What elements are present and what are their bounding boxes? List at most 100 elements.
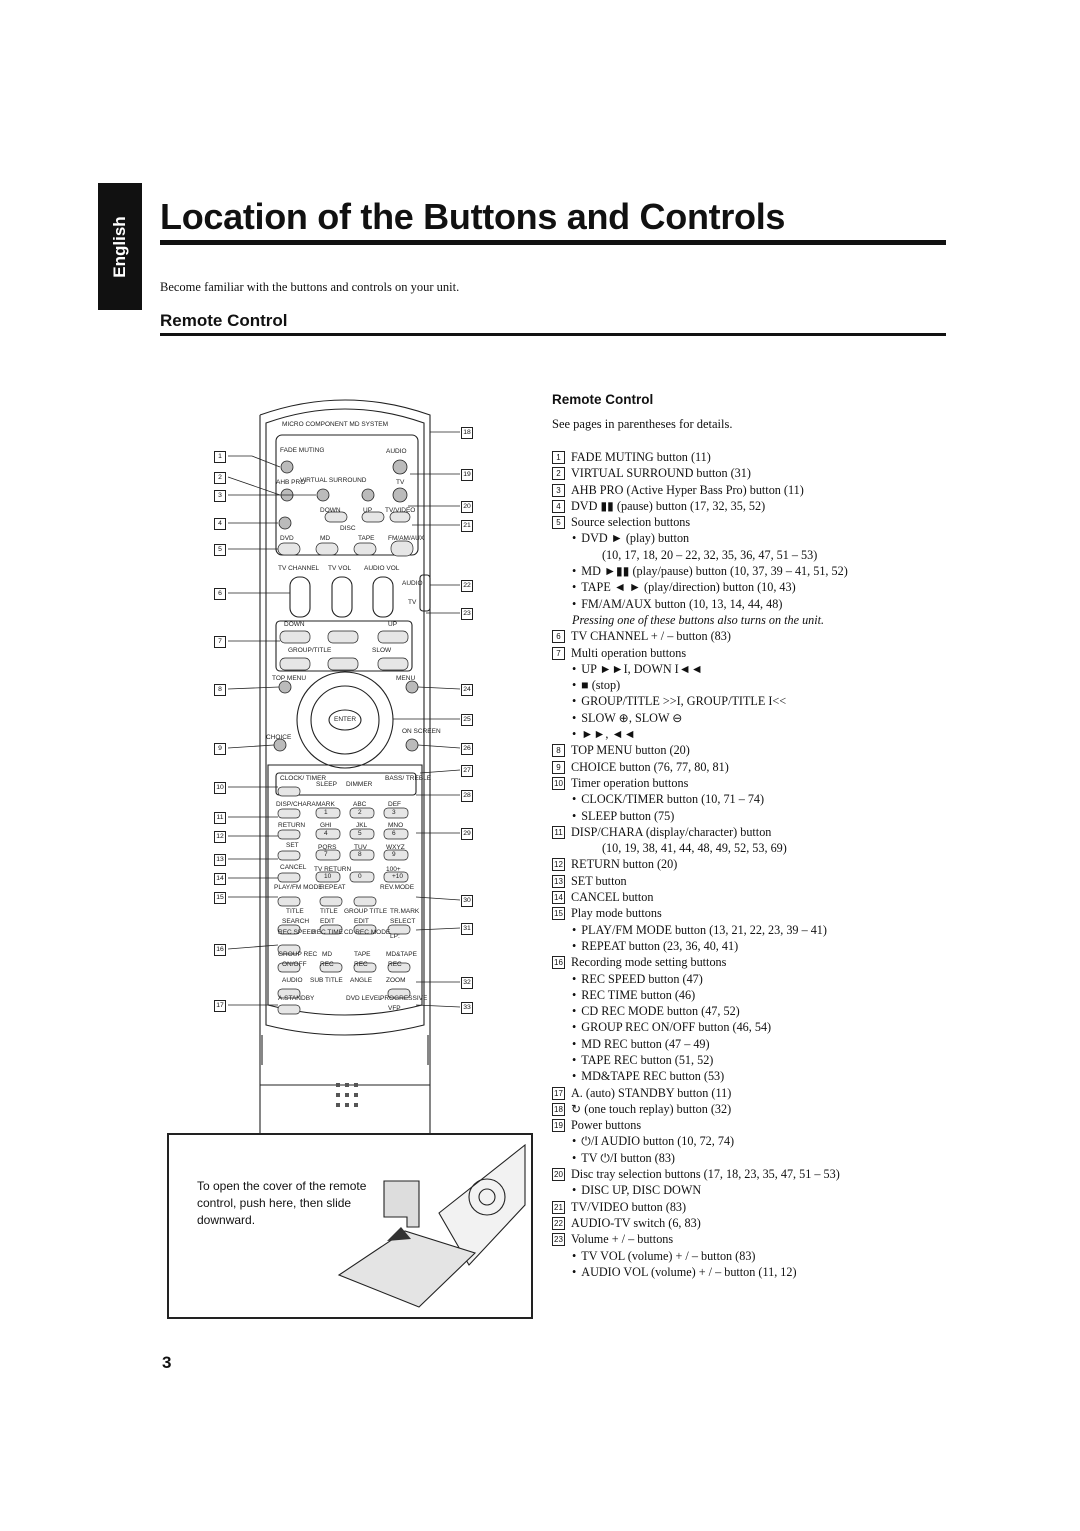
digit-key-label: 10 <box>324 873 332 880</box>
callout-number: 21 <box>461 520 473 532</box>
callout-number: 17 <box>214 1000 226 1012</box>
remote-label-dimmer: DIMMER <box>346 781 373 788</box>
item-number: 16 <box>552 956 565 970</box>
remote-key <box>277 808 301 819</box>
section-rule <box>160 333 946 336</box>
item-text: FM/AM/AUX button (10, 13, 14, 44, 48) <box>581 596 783 611</box>
callout-number: 16 <box>214 944 226 956</box>
remote-label-on-screen: ON SCREEN <box>402 728 441 735</box>
callout-number: 23 <box>461 608 473 620</box>
digit-key <box>383 871 409 883</box>
remote-label-sleep: SLEEP <box>316 781 337 788</box>
remote-label-lp: LP: <box>390 933 400 940</box>
remote-label-brand-line: MICRO COMPONENT MD SYSTEM <box>282 421 389 428</box>
remote-label-menu: MENU <box>396 675 416 682</box>
item-text: AHB PRO (Active Hyper Bass Pro) button (… <box>571 482 804 497</box>
digit-key <box>349 849 375 861</box>
item-text: DVD ► (play) button <box>581 531 690 546</box>
digit-key-label: 2 <box>358 809 362 816</box>
callout-number: 19 <box>461 469 473 481</box>
item-text: Play mode buttons <box>571 906 662 921</box>
remote-key <box>353 896 377 907</box>
cover-inset: To open the cover of the remote control,… <box>167 1133 533 1319</box>
list-item: 18↻ (one touch replay) button (32) <box>552 1101 952 1117</box>
list-item: REC TIME button (46) <box>552 987 952 1003</box>
list-item: (10, 19, 38, 41, 44, 48, 49, 52, 53, 69) <box>552 840 952 856</box>
remote-label-tv-video: TV/VIDEO <box>385 507 416 514</box>
digit-key-label: 1 <box>324 809 328 816</box>
callout-number: 14 <box>214 873 226 885</box>
digit-key <box>315 849 341 861</box>
item-text: CANCEL button <box>571 890 654 905</box>
callout-number: 22 <box>461 580 473 592</box>
remote-label-pqrs: PQRS <box>318 844 337 851</box>
remote-label-audio2: AUDIO <box>282 977 303 984</box>
digit-key-label: 8 <box>358 851 362 858</box>
list-item: SLEEP button (75) <box>552 808 952 824</box>
item-text: REC TIME button (46) <box>581 987 696 1002</box>
remote-label-wxyz: WXYZ <box>386 844 405 851</box>
list-item: UP ►►I, DOWN I◄◄ <box>552 661 952 677</box>
item-text: UP ►►I, DOWN I◄◄ <box>581 661 703 676</box>
remote-label-angle: ANGLE <box>350 977 373 984</box>
item-number: 6 <box>552 630 565 644</box>
digit-key-label: 0 <box>358 873 362 880</box>
remote-label-set: SET <box>286 842 299 849</box>
item-text: Disc tray selection buttons (17, 18, 23,… <box>571 1167 840 1182</box>
item-text: Timer operation buttons <box>571 775 689 790</box>
item-text: PLAY/FM MODE button (13, 21, 22, 23, 39 … <box>581 922 827 937</box>
list-item: ►►, ◄◄ <box>552 726 952 742</box>
item-number: 18 <box>552 1102 565 1116</box>
digit-key <box>383 807 409 819</box>
remote-label-tape2: TAPE <box>354 951 371 958</box>
callout-number: 7 <box>214 636 226 648</box>
list-item: Pressing one of these buttons also turns… <box>552 612 952 628</box>
remote-label-dvd: DVD <box>280 535 294 542</box>
item-text: Source selection buttons <box>571 515 691 530</box>
callout-number: 33 <box>461 1002 473 1014</box>
remote-label-tr-mark: TR.MARK <box>390 908 420 915</box>
remote-label-mark: MARK <box>316 801 335 808</box>
digit-key <box>383 849 409 861</box>
item-text: TV ⏻/I button (83) <box>581 1150 675 1165</box>
remote-label-group-title: GROUP/TITLE <box>288 647 332 654</box>
remote-label-vfp: VFP <box>388 1005 401 1012</box>
item-text: TV CHANNEL + / – button (83) <box>571 629 731 644</box>
item-number: 14 <box>552 891 565 905</box>
item-text: REC SPEED button (47) <box>581 971 703 986</box>
remote-key <box>387 962 411 973</box>
title-rule <box>160 240 946 245</box>
inset-instruction: To open the cover of the remote control,… <box>197 1179 367 1227</box>
callout-number: 26 <box>461 743 473 755</box>
remote-label-progressive: PROGRESSIVE <box>380 995 428 1002</box>
section-title: Remote Control <box>160 311 288 330</box>
remote-key <box>353 962 377 973</box>
remote-key <box>277 924 301 935</box>
callout-number: 28 <box>461 790 473 802</box>
list-item: ■ (stop) <box>552 677 952 693</box>
callout-number: 24 <box>461 684 473 696</box>
list-item: TV VOL (volume) + / – button (83) <box>552 1248 952 1264</box>
callout-number: 25 <box>461 714 473 726</box>
remote-label-mno: MNO <box>388 822 404 829</box>
item-text: AUDIO-TV switch (6, 83) <box>571 1215 701 1230</box>
remote-label-rev-mode: REV.MODE <box>380 884 415 891</box>
remote-label-edit1: EDIT <box>320 918 335 925</box>
list-item: REC SPEED button (47) <box>552 971 952 987</box>
item-text: TAPE ◄ ► (play/direction) button (10, 43… <box>581 580 796 595</box>
callout-number: 4 <box>214 518 226 530</box>
remote-label-group-rec: GROUP REC <box>278 951 318 958</box>
item-number: 23 <box>552 1233 565 1247</box>
remote-label-abc: ABC <box>353 801 367 808</box>
list-item: AUDIO VOL (volume) + / – button (11, 12) <box>552 1264 952 1280</box>
item-number: 4 <box>552 499 565 513</box>
remote-label-group-title2: GROUP TITLE <box>344 908 388 915</box>
list-item: TAPE REC button (51, 52) <box>552 1052 952 1068</box>
